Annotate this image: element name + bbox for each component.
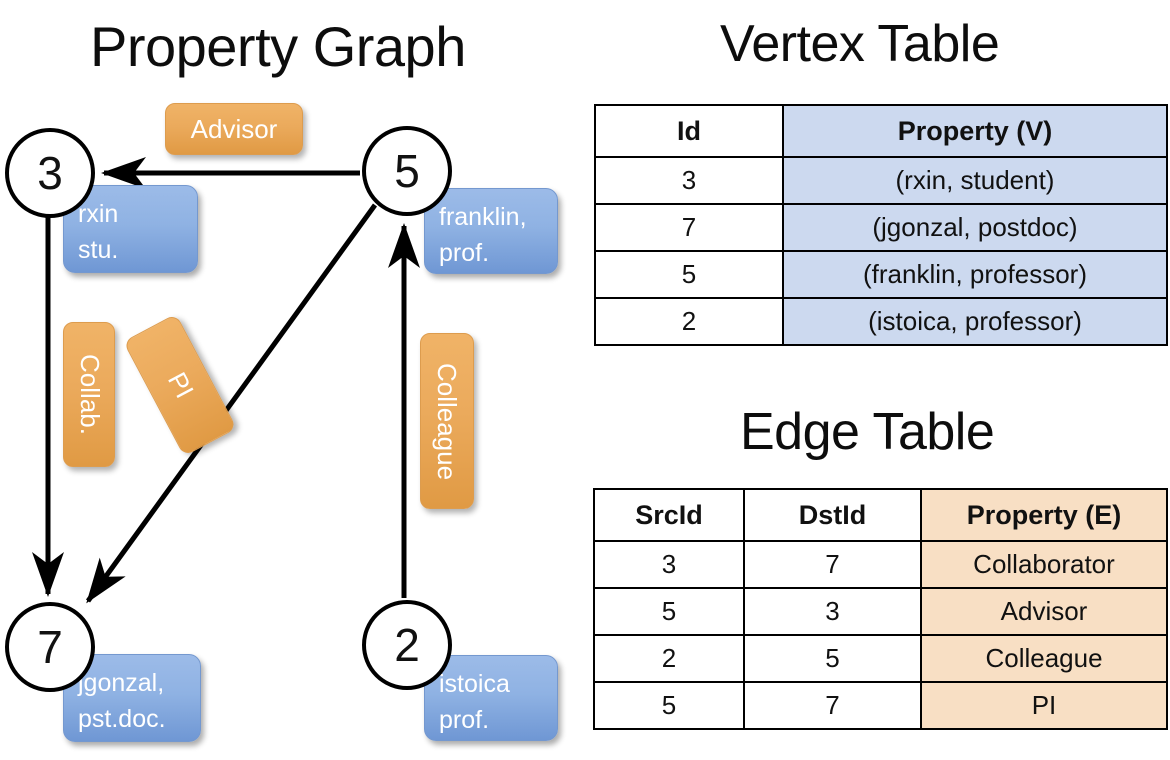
edge-label-collab-text: Collab.: [74, 354, 105, 435]
graph-node-5: 5: [362, 126, 452, 216]
edge-line-5-to-7: [85, 203, 378, 604]
graph-edge-lines: [32, 157, 420, 604]
vertex-property-box-3: rxin stu.: [63, 185, 198, 273]
edge-dst-cell: 3: [743, 587, 922, 636]
edge-src-cell: 5: [593, 681, 745, 730]
edge-property-cell: Advisor: [920, 587, 1168, 636]
vertex-table: Id Property (V) 3 (rxin, student) 7 (jgo…: [594, 104, 1168, 346]
vertex-table-header-property: Property (V): [782, 104, 1168, 158]
table-row: 3 (rxin, student): [594, 156, 1168, 205]
vertex-table-header-id: Id: [594, 104, 784, 158]
page-title-property-graph: Property Graph: [90, 15, 466, 78]
vertex-id-cell: 7: [594, 203, 784, 252]
table-row: 5 3 Advisor: [593, 587, 1168, 636]
table-row: 5 7 PI: [593, 681, 1168, 730]
vertex-property-line-2: prof.: [439, 706, 490, 735]
property-graph-panel: Property Graph rxin stu. franklin, prof.: [5, 15, 558, 742]
vertex-property-box-2: istoica prof.: [424, 655, 558, 741]
edge-property-cell: Colleague: [920, 634, 1168, 683]
edge-table-header-row: SrcId DstId Property (E): [593, 488, 1168, 542]
vertex-property-line-2: pst.doc.: [78, 705, 166, 734]
vertex-property-cell: (jgonzal, postdoc): [782, 203, 1168, 252]
edge-property-cell: Collaborator: [920, 540, 1168, 589]
edge-table-header-dstid: DstId: [743, 488, 922, 542]
page-title-edge-table: Edge Table: [740, 403, 995, 461]
vertex-id-cell: 3: [594, 156, 784, 205]
page-title-vertex-table: Vertex Table: [720, 15, 1000, 73]
vertex-property-line-1: franklin,: [439, 203, 527, 231]
table-row: 3 7 Collaborator: [593, 540, 1168, 589]
vertex-property-cell: (franklin, professor): [782, 250, 1168, 299]
edge-src-cell: 3: [593, 540, 745, 589]
edge-label-pi-text: PI: [161, 366, 200, 403]
edge-dst-cell: 7: [743, 540, 922, 589]
edge-label-colleague: Colleague: [420, 333, 474, 509]
graph-node-2: 2: [362, 600, 452, 690]
table-row: 2 (istoica, professor): [594, 297, 1168, 346]
edge-label-colleague-text: Colleague: [432, 362, 463, 480]
vertex-property-cell: (istoica, professor): [782, 297, 1168, 346]
edge-property-cell: PI: [920, 681, 1168, 730]
edge-label-advisor: Advisor: [165, 103, 303, 155]
vertex-property-box-5: franklin, prof.: [424, 188, 558, 274]
edge-dst-cell: 7: [743, 681, 922, 730]
vertex-property-line-1: jgonzal,: [78, 669, 165, 697]
edge-table: SrcId DstId Property (E) 3 7 Collaborato…: [593, 488, 1168, 730]
graph-node-7: 7: [5, 602, 95, 692]
edge-src-cell: 2: [593, 634, 745, 683]
vertex-id-cell: 5: [594, 250, 784, 299]
edge-label-collab: Collab.: [63, 322, 115, 467]
vertex-id-cell: 2: [594, 297, 784, 346]
table-row: 2 5 Colleague: [593, 634, 1168, 683]
edge-table-header-property: Property (E): [920, 488, 1168, 542]
table-row: 7 (jgonzal, postdoc): [594, 203, 1168, 252]
vertex-table-header-row: Id Property (V): [594, 104, 1168, 158]
table-row: 5 (franklin, professor): [594, 250, 1168, 299]
graph-node-3: 3: [5, 128, 95, 218]
vertex-property-line-1: rxin: [78, 200, 119, 228]
vertex-property-line-1: istoica: [439, 670, 510, 698]
edge-dst-cell: 5: [743, 634, 922, 683]
edge-label-advisor-text: Advisor: [190, 113, 278, 144]
vertex-property-cell: (rxin, student): [782, 156, 1168, 205]
vertex-property-line-2: prof.: [439, 239, 490, 268]
edge-src-cell: 5: [593, 587, 745, 636]
vertex-property-line-2: stu.: [78, 236, 119, 265]
edge-table-header-srcid: SrcId: [593, 488, 745, 542]
